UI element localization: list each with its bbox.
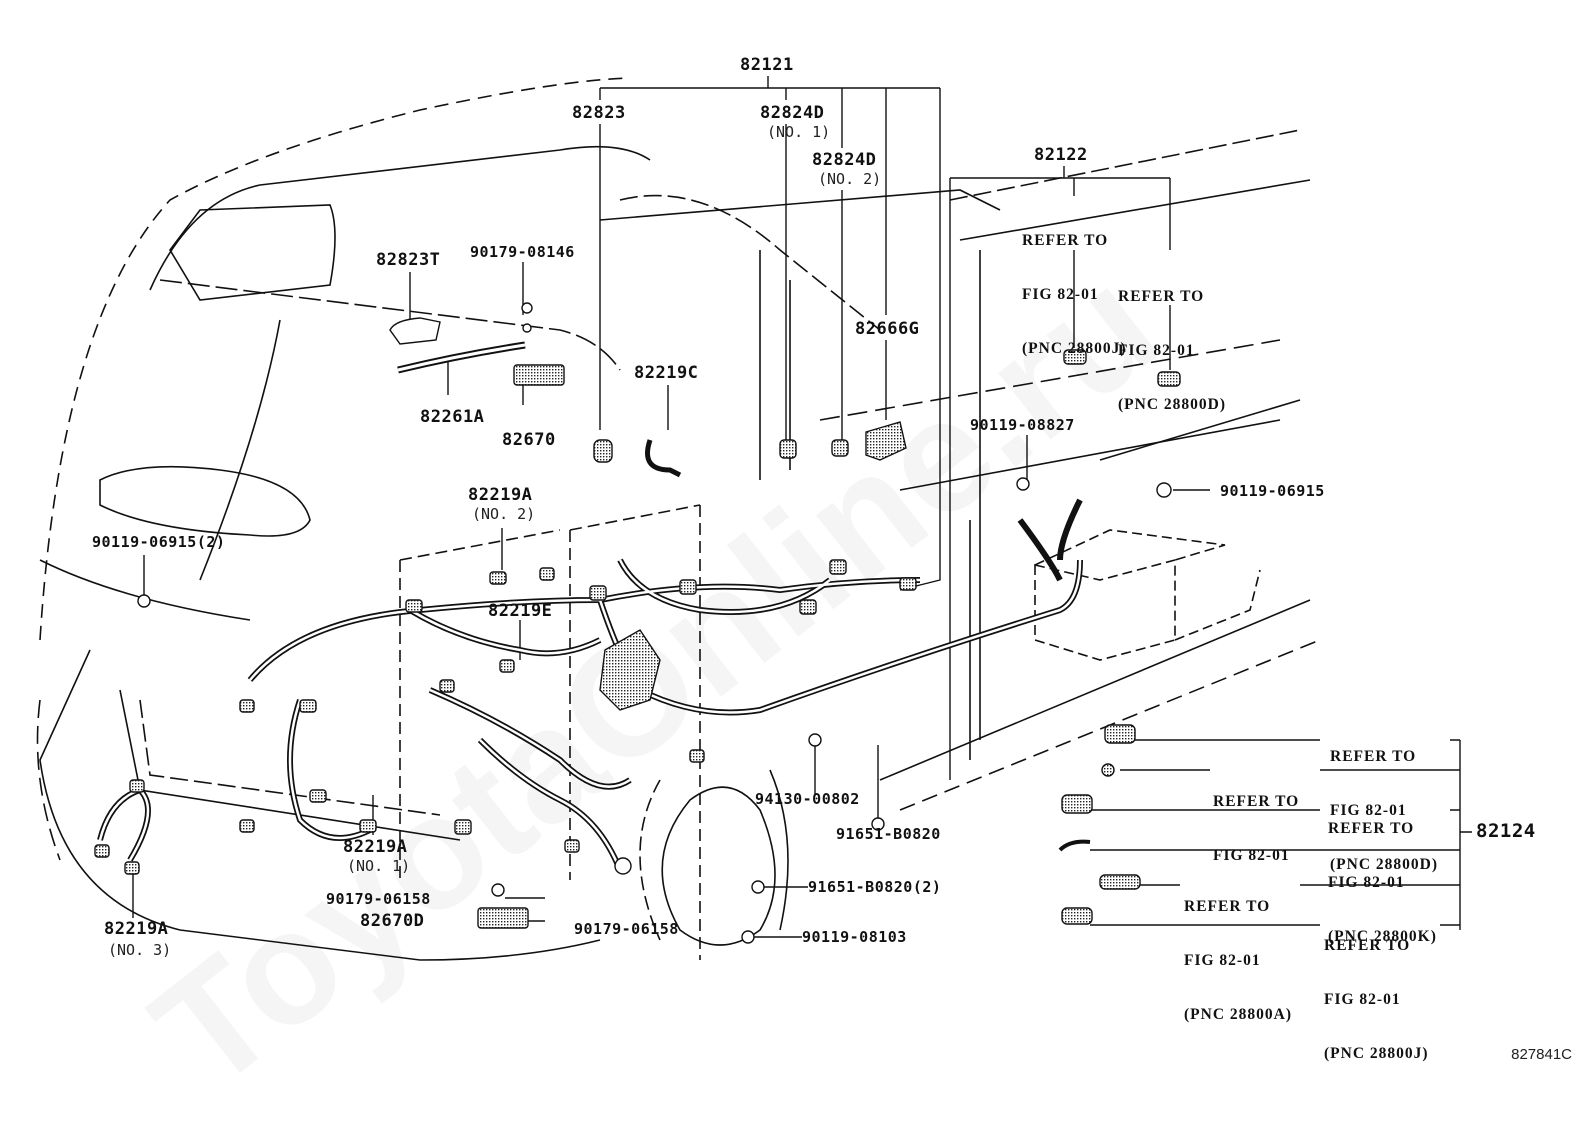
- reference-line: (PNC 28800J): [1022, 340, 1127, 357]
- part-sublabel-82219A-no3: (NO. 3): [108, 941, 172, 959]
- part-label-82823T[interactable]: 82823T: [376, 250, 441, 270]
- part-label-90119-08827[interactable]: 90119-08827: [970, 416, 1075, 434]
- reference-82124-fig-82-01[interactable]: REFER TO FIG 82-01: [1213, 757, 1299, 883]
- reference-82124-pnc-28800j[interactable]: REFER TO FIG 82-01 (PNC 28800J): [1324, 901, 1429, 1081]
- reference-line: REFER TO: [1184, 898, 1271, 915]
- part-sublabel-82824D-no2: (NO. 2): [818, 170, 882, 188]
- part-label-94130-00802[interactable]: 94130-00802: [755, 790, 860, 808]
- part-label-90119-08103[interactable]: 90119-08103: [802, 928, 907, 946]
- wiring-harness-drawing: [36, 76, 1472, 961]
- part-label-82824D-no2[interactable]: 82824D: [812, 150, 877, 170]
- reference-82122-pnc-28800j[interactable]: REFER TO FIG 82-01 (PNC 28800J): [1022, 196, 1127, 376]
- reference-line: FIG 82-01: [1328, 874, 1405, 891]
- part-label-90179-08146[interactable]: 90179-08146: [470, 243, 575, 261]
- reference-82124-pnc-28800d[interactable]: REFER TO FIG 82-01 (PNC 28800D): [1330, 712, 1438, 892]
- reference-line: (PNC 28800A): [1184, 1006, 1292, 1023]
- part-label-82824D-no1[interactable]: 82824D: [760, 103, 825, 123]
- part-label-82219E[interactable]: 82219E: [488, 601, 553, 621]
- reference-line: REFER TO: [1330, 748, 1417, 765]
- part-label-82219C[interactable]: 82219C: [634, 363, 699, 383]
- part-label-82670[interactable]: 82670: [502, 430, 556, 450]
- reference-line: FIG 82-01: [1330, 802, 1407, 819]
- reference-line: (PNC 28800K): [1328, 928, 1437, 945]
- connectors: [94, 349, 1181, 929]
- part-label-82219A-no1[interactable]: 82219A: [343, 837, 408, 857]
- part-label-82219A-no3[interactable]: 82219A: [104, 919, 169, 939]
- part-label-90119-06915[interactable]: 90119-06915: [1220, 482, 1325, 500]
- reference-line: FIG 82-01: [1118, 342, 1195, 359]
- part-label-90119-06915-qty2[interactable]: 90119-06915(2): [92, 533, 226, 551]
- reference-line: REFER TO: [1118, 288, 1205, 305]
- reference-line: (PNC 28800J): [1324, 1045, 1429, 1062]
- wire-harness: [97, 498, 1083, 872]
- reference-line: REFER TO: [1328, 820, 1415, 837]
- part-sublabel-82219A-no2: (NO. 2): [472, 505, 536, 523]
- reference-line: REFER TO: [1022, 232, 1109, 249]
- reference-line: REFER TO: [1213, 793, 1300, 810]
- reference-82124-pnc-28800k[interactable]: REFER TO FIG 82-01 (PNC 28800K): [1328, 784, 1437, 964]
- fasteners: [137, 302, 1172, 944]
- vehicle-body-outline: [36, 77, 1321, 961]
- part-label-91651-B0820-qty2[interactable]: 91651-B0820(2): [808, 878, 942, 896]
- part-label-90179-06158-rear[interactable]: 90179-06158: [574, 920, 679, 938]
- part-sublabel-82824D-no1: (NO. 1): [767, 123, 831, 141]
- part-label-82261A[interactable]: 82261A: [420, 407, 485, 427]
- part-label-82219A-no2[interactable]: 82219A: [468, 485, 533, 505]
- reference-line: (PNC 28800D): [1330, 856, 1438, 873]
- reference-82124-pnc-28800a[interactable]: REFER TO FIG 82-01 (PNC 28800A): [1184, 862, 1292, 1042]
- reference-line: REFER TO: [1324, 937, 1411, 954]
- part-label-90179-06158-front[interactable]: 90179-06158: [326, 890, 431, 908]
- part-label-82666G[interactable]: 82666G: [855, 319, 920, 339]
- part-label-91651-B0820[interactable]: 91651-B0820: [836, 825, 941, 843]
- part-label-82121[interactable]: 82121: [740, 55, 794, 75]
- reference-line: FIG 82-01: [1213, 847, 1290, 864]
- part-label-82823[interactable]: 82823: [572, 103, 626, 123]
- reference-line: FIG 82-01: [1022, 286, 1099, 303]
- reference-82122-pnc-28800d[interactable]: REFER TO FIG 82-01 (PNC 28800D): [1118, 252, 1226, 432]
- reference-line: FIG 82-01: [1324, 991, 1401, 1008]
- part-label-82670D[interactable]: 82670D: [360, 911, 425, 931]
- part-label-82122[interactable]: 82122: [1034, 145, 1088, 165]
- figure-id: 827841C: [1511, 1046, 1572, 1063]
- leader-lines: [132, 76, 1472, 938]
- part-sublabel-82219A-no1: (NO. 1): [347, 857, 411, 875]
- reference-line: (PNC 28800D): [1118, 396, 1226, 413]
- part-label-82124[interactable]: 82124: [1476, 820, 1536, 842]
- reference-line: FIG 82-01: [1184, 952, 1261, 969]
